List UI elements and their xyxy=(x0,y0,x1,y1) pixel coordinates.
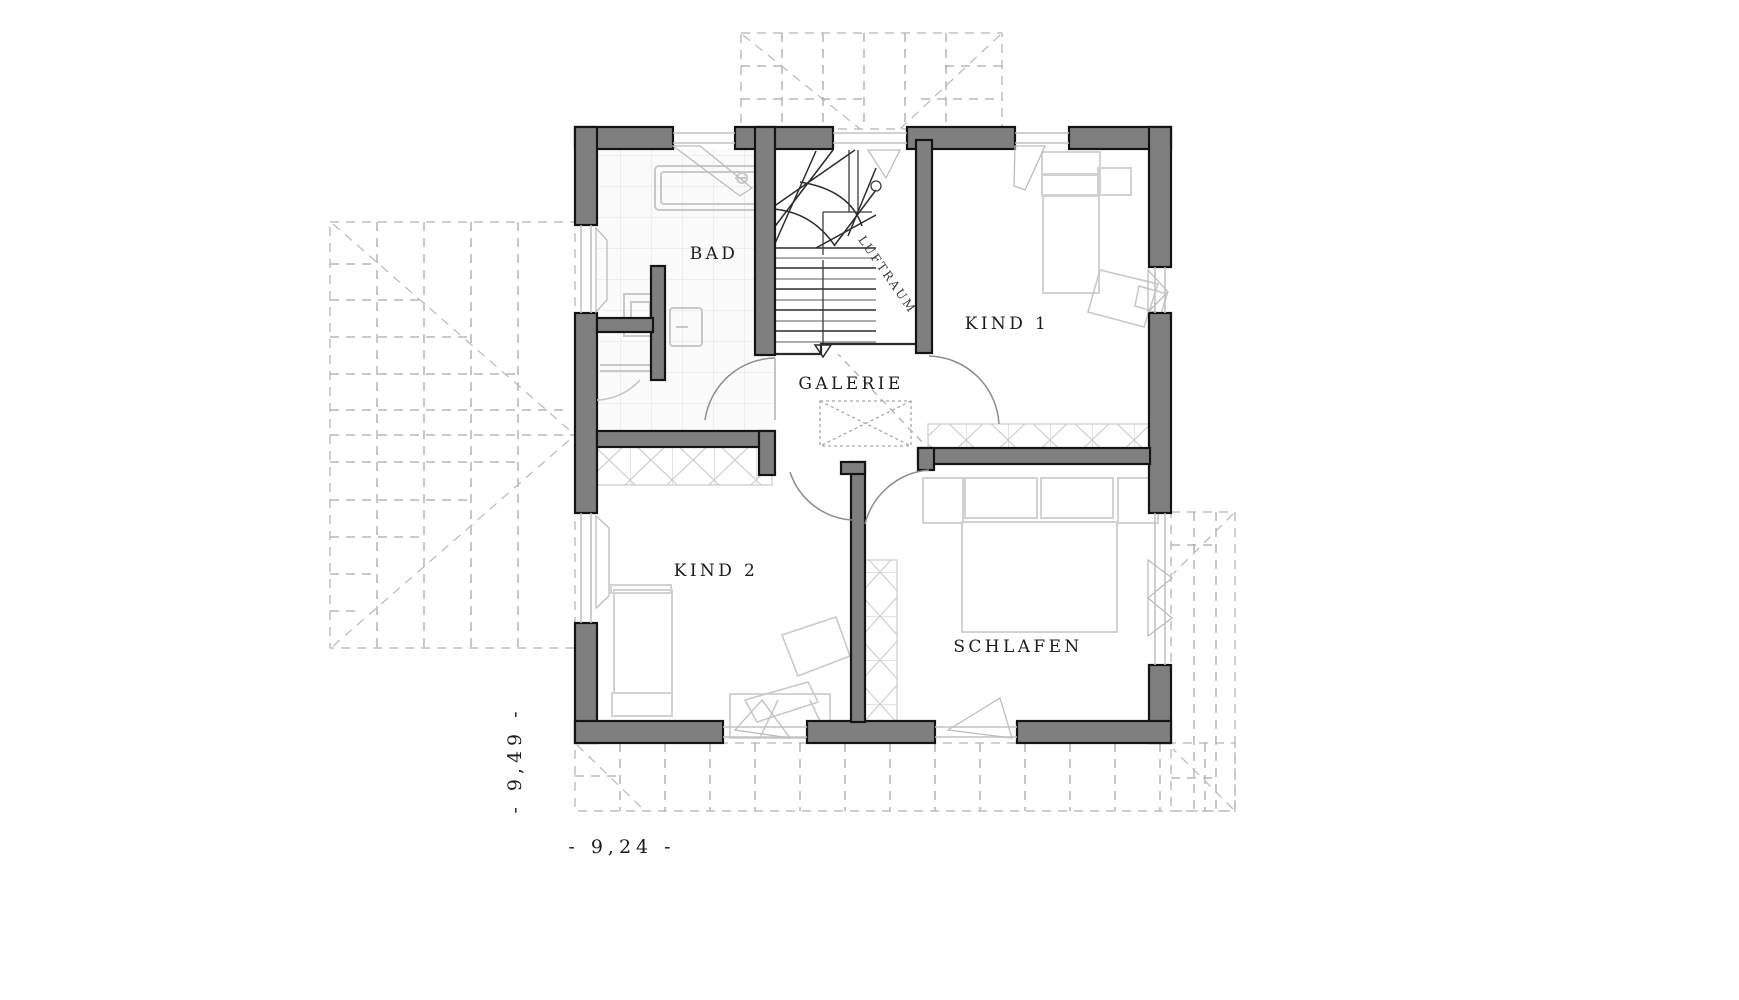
partition-kind2-stub xyxy=(757,429,777,477)
door-kind2 xyxy=(789,471,853,521)
kind1-bed xyxy=(1041,151,1132,294)
luftraum-diagonal xyxy=(835,351,926,446)
schlafen-bed xyxy=(922,477,1118,633)
wall-bottom-left xyxy=(573,719,725,745)
windows xyxy=(580,132,1166,738)
door-kind1 xyxy=(928,355,1000,425)
wall-top-mid1 xyxy=(733,125,835,151)
wall-bottom-mid xyxy=(805,719,937,745)
window-sashes xyxy=(595,145,1174,739)
partition-schlafen-top xyxy=(916,446,1152,466)
roof-overhang-left xyxy=(329,221,576,649)
partition-bad-horz xyxy=(595,316,655,334)
partition-stair-left xyxy=(753,125,777,357)
staircase xyxy=(772,149,929,359)
roof-overhang-top xyxy=(740,32,1003,130)
doors xyxy=(596,355,1000,525)
room-labels: BAD KIND 1 GALERIE KIND 2 SCHLAFEN xyxy=(674,244,1082,657)
wall-top-mid2 xyxy=(905,125,1017,151)
partition-schlafen-cap xyxy=(839,460,867,476)
room-label-kind2: KIND 2 xyxy=(674,561,759,581)
wardrobe-kind2 xyxy=(596,444,773,486)
wall-left-upper xyxy=(573,125,599,227)
bad-floor xyxy=(597,149,773,432)
partition-kind2-top xyxy=(595,429,775,449)
kind2-desk xyxy=(729,615,852,739)
roof-overhang-right xyxy=(1170,511,1236,812)
galerie-void-marker xyxy=(819,400,912,447)
stair-handrail xyxy=(822,150,882,345)
walls xyxy=(573,125,1173,745)
wall-left-mid xyxy=(573,311,599,515)
room-label-schlafen: SCHLAFEN xyxy=(953,637,1082,657)
room-label-bad: BAD xyxy=(690,244,739,264)
door-bad-inner xyxy=(596,379,641,401)
door-bad xyxy=(704,357,776,421)
wall-right-upper xyxy=(1147,125,1173,269)
partition-stair-right xyxy=(914,138,934,355)
stair-winders xyxy=(772,149,877,249)
wall-right-mid xyxy=(1147,311,1173,515)
dimension-height-label: - 9,49 - xyxy=(504,706,526,813)
kind2-bed xyxy=(610,584,673,717)
partition-schlafen-vert xyxy=(849,460,867,724)
room-label-kind1: KIND 1 xyxy=(965,314,1050,334)
dimension-width-label: - 9,24 - xyxy=(568,836,675,858)
partition-schlafen-stub xyxy=(916,446,936,472)
toilet xyxy=(669,307,703,347)
wall-bottom-right xyxy=(1015,719,1173,745)
room-label-galerie: GALERIE xyxy=(798,374,903,394)
door-schlafen xyxy=(864,469,930,525)
